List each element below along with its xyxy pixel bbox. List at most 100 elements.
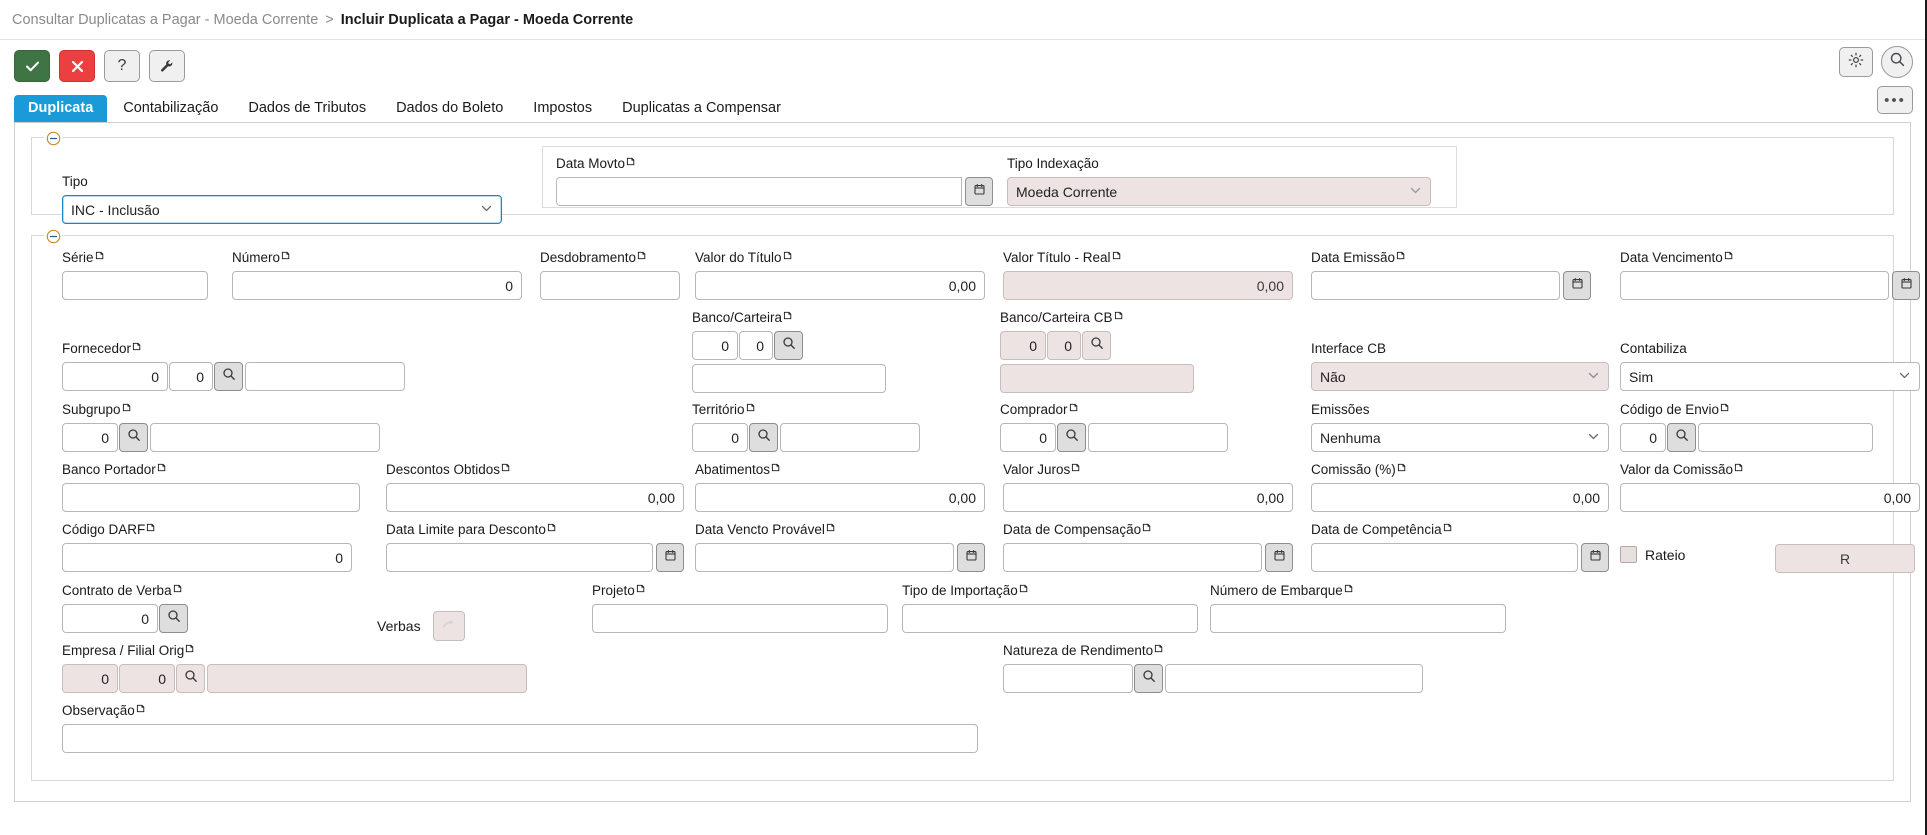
- tipo-select[interactable]: INC - Inclusão: [62, 195, 502, 224]
- search-button[interactable]: [1881, 46, 1913, 78]
- copy-icon[interactable]: [501, 461, 512, 476]
- copy-icon[interactable]: [122, 401, 133, 416]
- tipo-indexacao-select[interactable]: Moeda Corrente: [1007, 177, 1431, 206]
- calendar-button-data-emissao[interactable]: [1563, 271, 1591, 300]
- copy-icon[interactable]: [1154, 642, 1165, 657]
- rateio-checkbox[interactable]: [1620, 546, 1637, 563]
- copy-icon[interactable]: [1724, 249, 1735, 264]
- calendar-button-data-vencimento[interactable]: [1892, 271, 1920, 300]
- natureza-de-rendimento-code[interactable]: [1003, 664, 1133, 693]
- interface-cb-select[interactable]: Não: [1311, 362, 1609, 391]
- copy-icon[interactable]: [826, 521, 837, 536]
- copy-icon[interactable]: [1069, 401, 1080, 416]
- banco-carteira-cb-code2[interactable]: 0: [1047, 331, 1081, 360]
- fornecedor-search-button[interactable]: [214, 362, 243, 391]
- copy-icon[interactable]: [1112, 249, 1123, 264]
- help-button[interactable]: ?: [104, 50, 140, 82]
- copy-icon[interactable]: [783, 249, 794, 264]
- fornecedor-code1[interactable]: 0: [62, 362, 168, 391]
- natureza-de-rendimento-description[interactable]: [1165, 664, 1423, 693]
- data-limite-desconto-input[interactable]: [386, 543, 653, 572]
- codigo-de-envio-search-button[interactable]: [1667, 423, 1696, 452]
- verbas-button[interactable]: [432, 611, 465, 641]
- copy-icon[interactable]: [1071, 461, 1082, 476]
- descontos-obtidos-input[interactable]: [386, 483, 684, 512]
- comprador-code[interactable]: 0: [1000, 423, 1056, 452]
- copy-icon[interactable]: [146, 521, 157, 536]
- copy-icon[interactable]: [547, 521, 558, 536]
- copy-icon[interactable]: [771, 461, 782, 476]
- collapse-toggle-main[interactable]: [44, 227, 62, 245]
- confirm-button[interactable]: [14, 50, 50, 82]
- desdobramento-input[interactable]: [540, 271, 680, 300]
- tab-contabilizacao[interactable]: Contabilização: [123, 100, 219, 116]
- tab-impostos[interactable]: Impostos: [533, 100, 593, 116]
- copy-icon[interactable]: [783, 309, 794, 324]
- numero-input[interactable]: [232, 271, 522, 300]
- subgrupo-search-button[interactable]: [119, 423, 148, 452]
- banco-carteira-description[interactable]: [692, 364, 886, 393]
- subgrupo-code[interactable]: 0: [62, 423, 118, 452]
- copy-icon[interactable]: [281, 249, 292, 264]
- copy-icon[interactable]: [95, 249, 106, 264]
- territorio-search-button[interactable]: [749, 423, 778, 452]
- valor-do-titulo-input[interactable]: [695, 271, 985, 300]
- banco-carteira-search-button[interactable]: [774, 331, 803, 360]
- banco-carteira-code1[interactable]: 0: [692, 331, 738, 360]
- territorio-description[interactable]: [780, 423, 920, 452]
- data-movto-input[interactable]: [556, 177, 962, 206]
- observacao-input[interactable]: [62, 724, 978, 753]
- codigo-de-envio-code[interactable]: 0: [1620, 423, 1666, 452]
- collapse-toggle-header[interactable]: [44, 129, 62, 147]
- copy-icon[interactable]: [636, 582, 647, 597]
- fornecedor-description[interactable]: [245, 362, 405, 391]
- natureza-de-rendimento-search-button[interactable]: [1134, 664, 1163, 693]
- empresa-filial-orig-search-button[interactable]: [176, 664, 205, 693]
- copy-icon[interactable]: [157, 461, 168, 476]
- calendar-button-data-limite-desconto[interactable]: [656, 543, 684, 572]
- contrato-de-verba-code[interactable]: 0: [62, 604, 158, 633]
- copy-icon[interactable]: [136, 702, 147, 717]
- empresa-filial-orig-code1[interactable]: 0: [62, 664, 118, 693]
- tools-button[interactable]: [149, 50, 185, 82]
- copy-icon[interactable]: [1019, 582, 1030, 597]
- comissao-pct-input[interactable]: [1311, 483, 1609, 512]
- copy-icon[interactable]: [1734, 461, 1745, 476]
- tab-dados-do-boleto[interactable]: Dados do Boleto: [396, 100, 504, 116]
- data-vencimento-input[interactable]: [1620, 271, 1889, 300]
- banco-carteira-cb-code1[interactable]: 0: [1000, 331, 1046, 360]
- data-compensacao-input[interactable]: [1003, 543, 1262, 572]
- numero-de-embarque-input[interactable]: [1210, 604, 1506, 633]
- subgrupo-description[interactable]: [150, 423, 380, 452]
- cancel-button[interactable]: [59, 50, 95, 82]
- data-vencto-provavel-input[interactable]: [695, 543, 954, 572]
- codigo-de-envio-description[interactable]: [1698, 423, 1873, 452]
- copy-icon[interactable]: [637, 249, 648, 264]
- codigo-darf-input[interactable]: [62, 543, 352, 572]
- valor-juros-input[interactable]: [1003, 483, 1293, 512]
- tab-duplicatas-a-compensar[interactable]: Duplicatas a Compensar: [622, 100, 781, 116]
- more-options-button[interactable]: •••: [1877, 86, 1913, 114]
- calendar-button-data-vencto-provavel[interactable]: [957, 543, 985, 572]
- copy-icon[interactable]: [185, 642, 196, 657]
- contabiliza-select[interactable]: Sim: [1620, 362, 1920, 391]
- copy-icon[interactable]: [1720, 401, 1731, 416]
- copy-icon[interactable]: [1396, 249, 1407, 264]
- copy-icon[interactable]: [1344, 582, 1355, 597]
- settings-button[interactable]: [1839, 47, 1873, 77]
- territorio-code[interactable]: 0: [692, 423, 748, 452]
- projeto-input[interactable]: [592, 604, 888, 633]
- tipo-de-importacao-input[interactable]: [902, 604, 1198, 633]
- comprador-search-button[interactable]: [1057, 423, 1086, 452]
- copy-icon[interactable]: [173, 582, 184, 597]
- copy-icon[interactable]: [1142, 521, 1153, 536]
- data-competencia-input[interactable]: [1311, 543, 1578, 572]
- copy-icon[interactable]: [1114, 309, 1125, 324]
- calendar-button-data-movto[interactable]: [965, 177, 993, 206]
- copy-icon[interactable]: [1443, 521, 1454, 536]
- copy-icon[interactable]: [746, 401, 757, 416]
- banco-carteira-cb-search-button[interactable]: [1082, 331, 1111, 360]
- abatimentos-input[interactable]: [695, 483, 985, 512]
- banco-carteira-code2[interactable]: 0: [739, 331, 773, 360]
- emissoes-select[interactable]: Nenhuma: [1311, 423, 1609, 452]
